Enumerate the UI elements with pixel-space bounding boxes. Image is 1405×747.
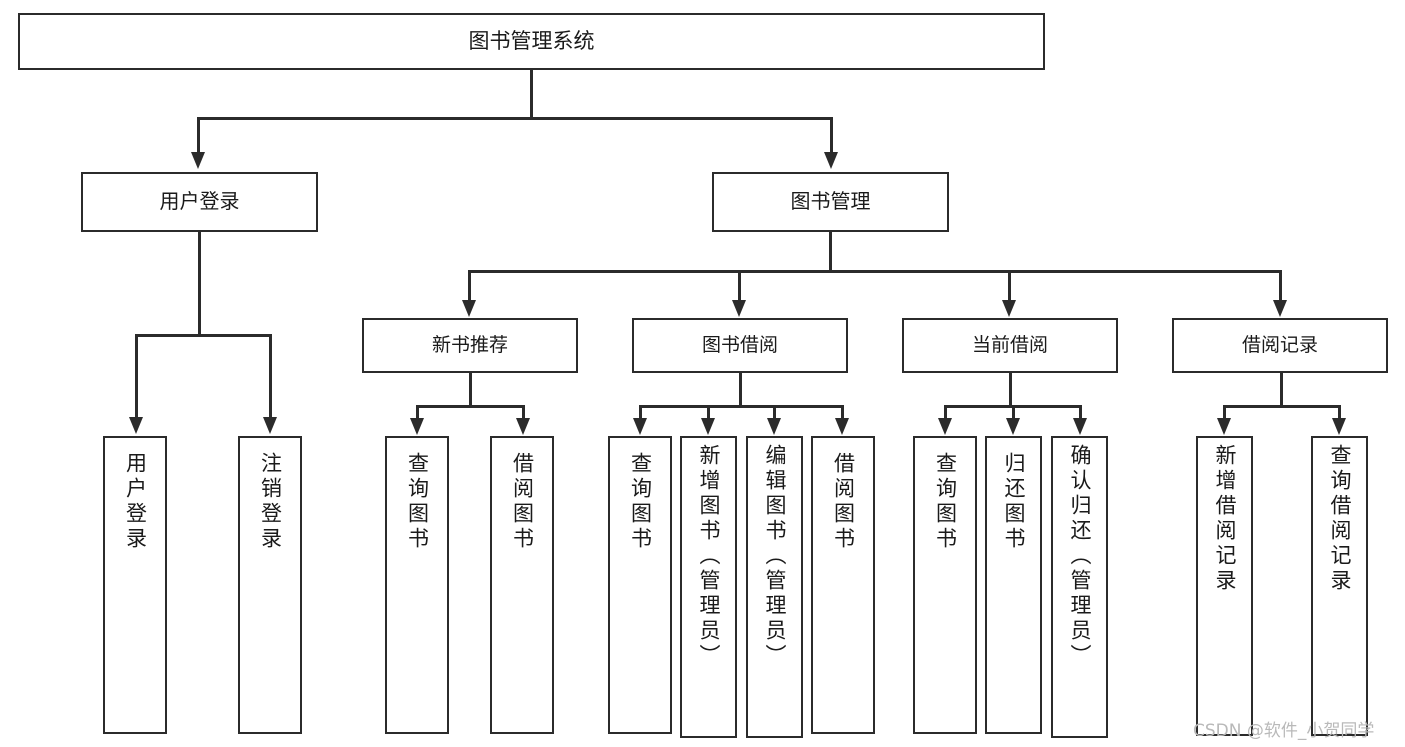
leaf-logout[interactable]: 注销登录 xyxy=(238,436,302,734)
leaf-bb-query-book-label: 查询图书 xyxy=(628,452,653,552)
connector-drop-bb-add xyxy=(707,405,710,420)
leaf-br-add-record[interactable]: 新增借阅记录 xyxy=(1196,436,1253,736)
leaf-cb-return-book[interactable]: 归还图书 xyxy=(985,436,1042,734)
leaf-bb-edit-book[interactable]: 编辑图书（管理员） xyxy=(746,436,803,738)
arrowhead-leaf-user-login xyxy=(129,417,143,434)
connector-drop-br-query xyxy=(1338,405,1341,420)
node-new-book-recommend[interactable]: 新书推荐 xyxy=(362,318,578,373)
leaf-bb-borrow-book[interactable]: 借阅图书 xyxy=(811,436,875,734)
node-book-manage-label: 图书管理 xyxy=(790,189,871,214)
arrowhead-br-query xyxy=(1332,418,1346,435)
connector-drop-bb-edit xyxy=(773,405,776,420)
connector-drop-br-add xyxy=(1223,405,1226,420)
arrowhead-nb-query xyxy=(410,418,424,435)
connector-drop-leaf-logout xyxy=(269,334,272,419)
arrowhead-bb-query xyxy=(633,418,647,435)
arrowhead-cb-confirm xyxy=(1073,418,1087,435)
leaf-nb-query-book[interactable]: 查询图书 xyxy=(385,436,449,734)
arrowhead-borrow-record xyxy=(1273,300,1287,317)
leaf-cb-query-book[interactable]: 查询图书 xyxy=(913,436,977,734)
leaf-bb-edit-book-label: 编辑图书（管理员） xyxy=(763,444,787,669)
arrowhead-cb-return xyxy=(1006,418,1020,435)
connector-drop-borrow-record xyxy=(1279,270,1282,302)
connector-drop-book-borrow xyxy=(738,270,741,302)
connector-drop-cb-query xyxy=(944,405,947,420)
leaf-nb-query-book-label: 查询图书 xyxy=(405,452,430,552)
node-root[interactable]: 图书管理系统 xyxy=(18,13,1045,70)
node-borrow-record-label: 借阅记录 xyxy=(1241,334,1318,357)
leaf-cb-return-book-label: 归还图书 xyxy=(1002,452,1026,552)
leaf-bb-add-book[interactable]: 新增图书（管理员） xyxy=(680,436,737,738)
node-book-borrow[interactable]: 图书借阅 xyxy=(632,318,848,373)
leaf-nb-borrow-book[interactable]: 借阅图书 xyxy=(490,436,554,734)
connector-user-login-bus xyxy=(135,334,271,337)
node-current-borrow-label: 当前借阅 xyxy=(971,334,1048,357)
node-book-borrow-label: 图书借阅 xyxy=(701,334,778,357)
leaf-nb-borrow-book-label: 借阅图书 xyxy=(510,452,535,552)
leaf-cb-confirm-return[interactable]: 确认归还（管理员） xyxy=(1051,436,1108,738)
node-user-login[interactable]: 用户登录 xyxy=(81,172,318,232)
leaf-bb-add-book-label: 新增图书（管理员） xyxy=(697,444,721,669)
connector-drop-current-borrow xyxy=(1008,270,1011,302)
leaf-bb-borrow-book-label: 借阅图书 xyxy=(831,452,856,552)
connector-new-book-stem xyxy=(469,373,472,405)
leaf-cb-query-book-label: 查询图书 xyxy=(933,452,958,552)
connector-new-book-bus xyxy=(416,405,524,408)
node-user-login-label: 用户登录 xyxy=(159,189,240,214)
arrowhead-new-book xyxy=(462,300,476,317)
leaf-bb-query-book[interactable]: 查询图书 xyxy=(608,436,672,734)
arrowhead-bb-edit xyxy=(767,418,781,435)
node-new-book-recommend-label: 新书推荐 xyxy=(431,334,508,357)
leaf-logout-label: 注销登录 xyxy=(258,452,283,552)
connector-drop-new-book xyxy=(468,270,471,302)
connector-book-manage-stem xyxy=(829,232,832,270)
arrowhead-current-borrow xyxy=(1002,300,1016,317)
leaf-br-add-record-label: 新增借阅记录 xyxy=(1213,444,1237,594)
connector-user-login-stem xyxy=(198,232,201,334)
node-borrow-record[interactable]: 借阅记录 xyxy=(1172,318,1388,373)
connector-root-stem xyxy=(530,70,533,117)
connector-drop-leaf-user-login xyxy=(135,334,138,419)
arrowhead-bb-add xyxy=(701,418,715,435)
connector-book-borrow-bus xyxy=(639,405,844,408)
connector-drop-bb-query xyxy=(639,405,642,420)
connector-level1-bus xyxy=(197,117,833,120)
connector-drop-bb-borrow xyxy=(841,405,844,420)
connector-borrow-record-stem xyxy=(1280,373,1283,405)
connector-borrow-record-bus xyxy=(1223,405,1340,408)
node-current-borrow[interactable]: 当前借阅 xyxy=(902,318,1118,373)
arrowhead-book-manage xyxy=(824,152,838,169)
leaf-user-login-label: 用户登录 xyxy=(123,452,148,552)
arrowhead-user-login xyxy=(191,152,205,169)
connector-level2-bus xyxy=(468,270,1282,273)
connector-drop-nb-query xyxy=(416,405,419,420)
connector-drop-nb-borrow xyxy=(522,405,525,420)
leaf-user-login[interactable]: 用户登录 xyxy=(103,436,167,734)
connector-drop-user-login xyxy=(197,117,200,155)
node-book-manage[interactable]: 图书管理 xyxy=(712,172,949,232)
leaf-br-query-record-label: 查询借阅记录 xyxy=(1328,444,1352,594)
connector-current-borrow-stem xyxy=(1009,373,1012,405)
arrowhead-cb-query xyxy=(938,418,952,435)
arrowhead-br-add xyxy=(1217,418,1231,435)
connector-drop-book-manage xyxy=(830,117,833,155)
leaf-br-query-record[interactable]: 查询借阅记录 xyxy=(1311,436,1368,736)
arrowhead-leaf-logout xyxy=(263,417,277,434)
arrowhead-book-borrow xyxy=(732,300,746,317)
arrowhead-nb-borrow xyxy=(516,418,530,435)
leaf-cb-confirm-return-label: 确认归还（管理员） xyxy=(1068,444,1092,669)
arrowhead-bb-borrow xyxy=(835,418,849,435)
node-root-label: 图书管理系统 xyxy=(468,29,595,54)
connector-drop-cb-confirm xyxy=(1079,405,1082,420)
connector-book-borrow-stem xyxy=(739,373,742,405)
connector-drop-cb-return xyxy=(1012,405,1015,420)
